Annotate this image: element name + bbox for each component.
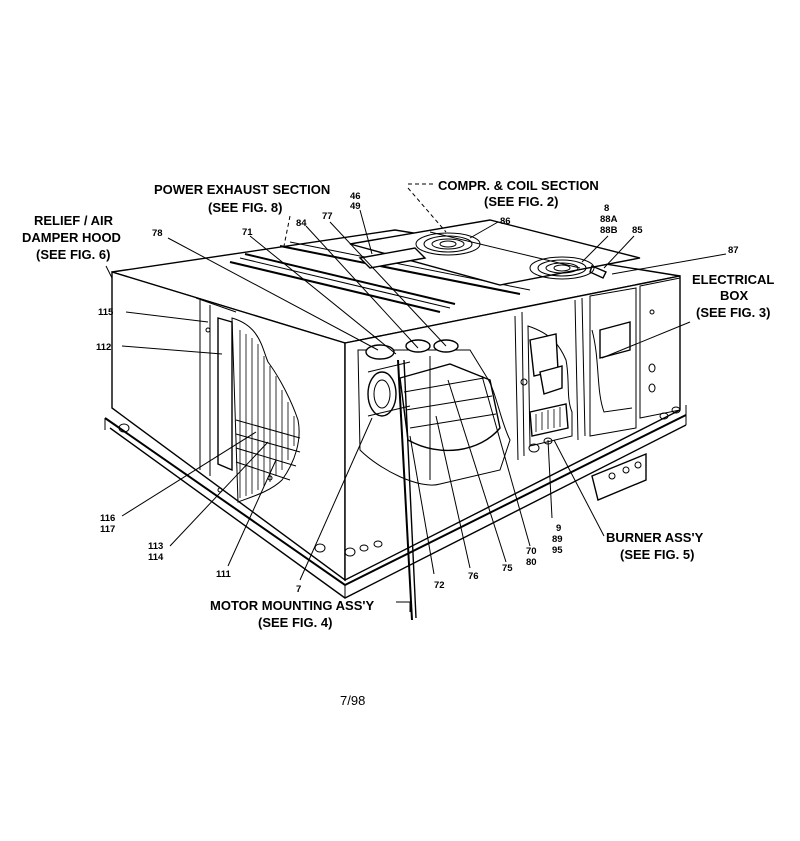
revision-date: 7/98 <box>340 693 365 708</box>
part-89: 89 <box>552 534 563 545</box>
part-112: 112 <box>96 342 111 353</box>
part-76: 76 <box>468 571 479 582</box>
label-compr-2: (SEE FIG. 2) <box>484 194 558 209</box>
label-motor-2: (SEE FIG. 4) <box>258 615 332 630</box>
part-8: 8 <box>604 203 609 214</box>
label-burner-2: (SEE FIG. 5) <box>620 547 694 562</box>
electrical-box <box>589 277 681 437</box>
leader-lines <box>105 183 727 612</box>
part-71: 71 <box>242 227 253 238</box>
relief-damper-section <box>195 297 301 503</box>
part-72: 72 <box>434 580 445 591</box>
callout-labels: POWER EXHAUST SECTION (SEE FIG. 8) COMPR… <box>22 178 774 630</box>
part-70: 70 <box>526 546 537 557</box>
part-49: 49 <box>350 201 361 212</box>
label-electrical-1: ELECTRICAL <box>692 272 774 287</box>
part-95: 95 <box>552 545 563 556</box>
label-power-exhaust-1: POWER EXHAUST SECTION <box>154 182 330 197</box>
access-panel <box>591 452 647 501</box>
part-87: 87 <box>728 245 739 256</box>
label-electrical-3: (SEE FIG. 3) <box>696 305 770 320</box>
part-numbers: 46 49 86 8 88A 88B 85 87 78 71 84 77 115… <box>96 191 739 595</box>
part-84: 84 <box>296 218 307 229</box>
part-77: 77 <box>322 211 333 222</box>
label-electrical-2: BOX <box>720 288 749 303</box>
part-9: 9 <box>556 523 561 534</box>
part-114: 114 <box>148 552 164 563</box>
label-relief-3: (SEE FIG. 6) <box>36 247 110 262</box>
label-relief-1: RELIEF / AIR <box>34 213 114 228</box>
label-compr-1: COMPR. & COIL SECTION <box>438 178 599 193</box>
part-88b: 88B <box>600 225 618 236</box>
part-88a: 88A <box>600 214 618 225</box>
label-burner-1: BURNER ASS'Y <box>606 530 704 545</box>
top-panel-details <box>229 219 641 313</box>
label-motor-1: MOTOR MOUNTING ASS'Y <box>210 598 374 613</box>
condenser-fan-85 <box>529 256 607 280</box>
part-78: 78 <box>152 228 163 239</box>
condenser-fan-86 <box>415 232 481 256</box>
part-7: 7 <box>296 584 301 595</box>
unit-housing <box>104 229 687 599</box>
burner-compartment <box>514 297 586 461</box>
part-116: 116 <box>100 513 115 524</box>
part-46: 46 <box>350 191 361 202</box>
part-80: 80 <box>526 557 537 568</box>
part-86: 86 <box>500 216 511 227</box>
label-power-exhaust-2: (SEE FIG. 8) <box>208 200 282 215</box>
part-113: 113 <box>148 541 163 552</box>
part-117: 117 <box>100 524 115 535</box>
part-111: 111 <box>216 569 232 580</box>
part-115a: 115 <box>98 307 114 318</box>
part-75: 75 <box>502 563 513 574</box>
label-relief-2: DAMPER HOOD <box>22 230 121 245</box>
part-85: 85 <box>632 225 643 236</box>
